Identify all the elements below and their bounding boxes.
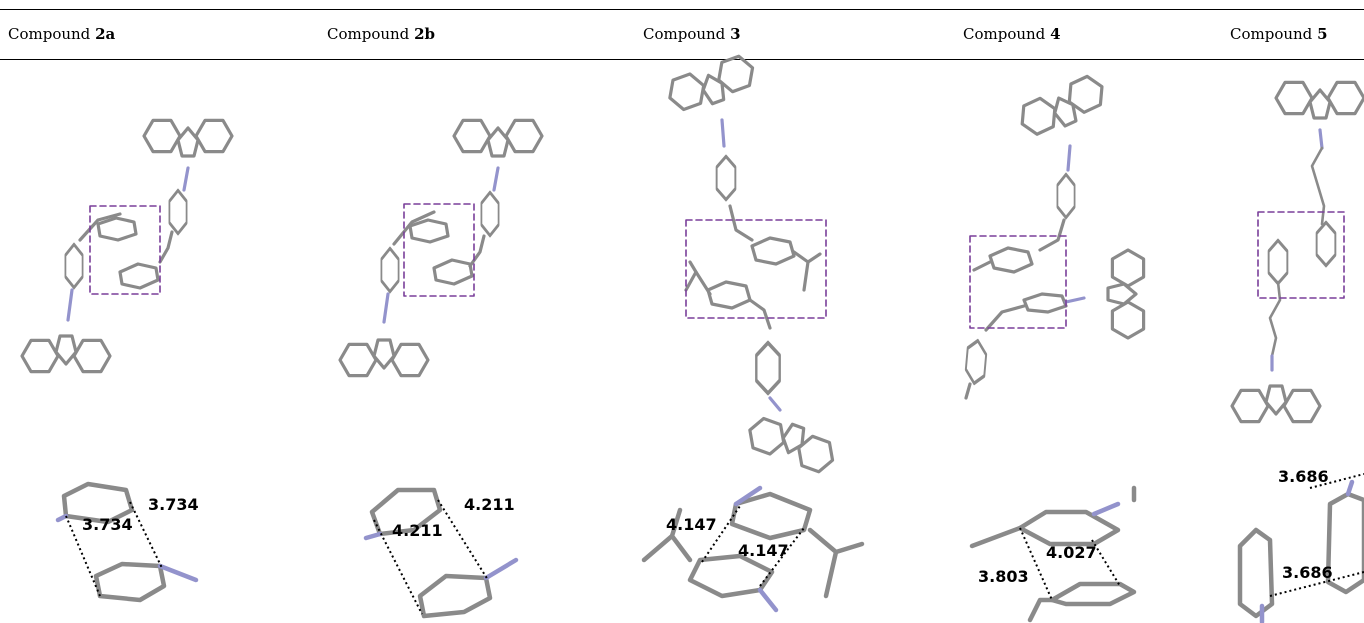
structure-4: [962, 73, 1144, 400]
distance-label-2a-1: 3.734: [82, 515, 133, 534]
distance-label-2a-2: 3.734: [148, 495, 199, 514]
distance-label-4-1: 3.803: [978, 567, 1029, 586]
table-top-rule: [0, 9, 1364, 10]
distance-label-5-2: 3.686: [1282, 563, 1333, 582]
distance-label-2b-1: 4.211: [392, 521, 443, 540]
table-header-rule: [0, 59, 1364, 60]
highlight-box-3: [685, 219, 827, 319]
structure-5: [1232, 82, 1364, 421]
structure-3: [665, 53, 840, 475]
highlight-box-2b: [403, 203, 475, 297]
header-compound-4: Compound 4: [963, 25, 1061, 43]
structure-2b: [340, 120, 542, 375]
distance-label-5-1: 3.686: [1278, 467, 1329, 486]
distance-label-2b-2: 4.211: [464, 495, 515, 514]
header-compound-2b: Compound 2b: [327, 25, 435, 43]
header-compound-2a: Compound 2a: [8, 25, 116, 43]
highlight-box-2a: [89, 205, 161, 295]
distance-label-3-2: 4.147: [738, 541, 789, 560]
distance-label-4-2: 4.027: [1046, 543, 1097, 562]
distance-label-3-1: 4.147: [666, 515, 717, 534]
highlight-box-5: [1257, 211, 1345, 299]
stacking-detail-3: [641, 485, 865, 613]
header-compound-3: Compound 3: [643, 25, 741, 43]
header-compound-5: Compound 5: [1230, 25, 1328, 43]
stacking-detail-5: [1237, 479, 1364, 623]
stacking-detail-4: [969, 485, 1137, 623]
highlight-box-4: [969, 235, 1067, 329]
structure-2a: [22, 120, 232, 371]
